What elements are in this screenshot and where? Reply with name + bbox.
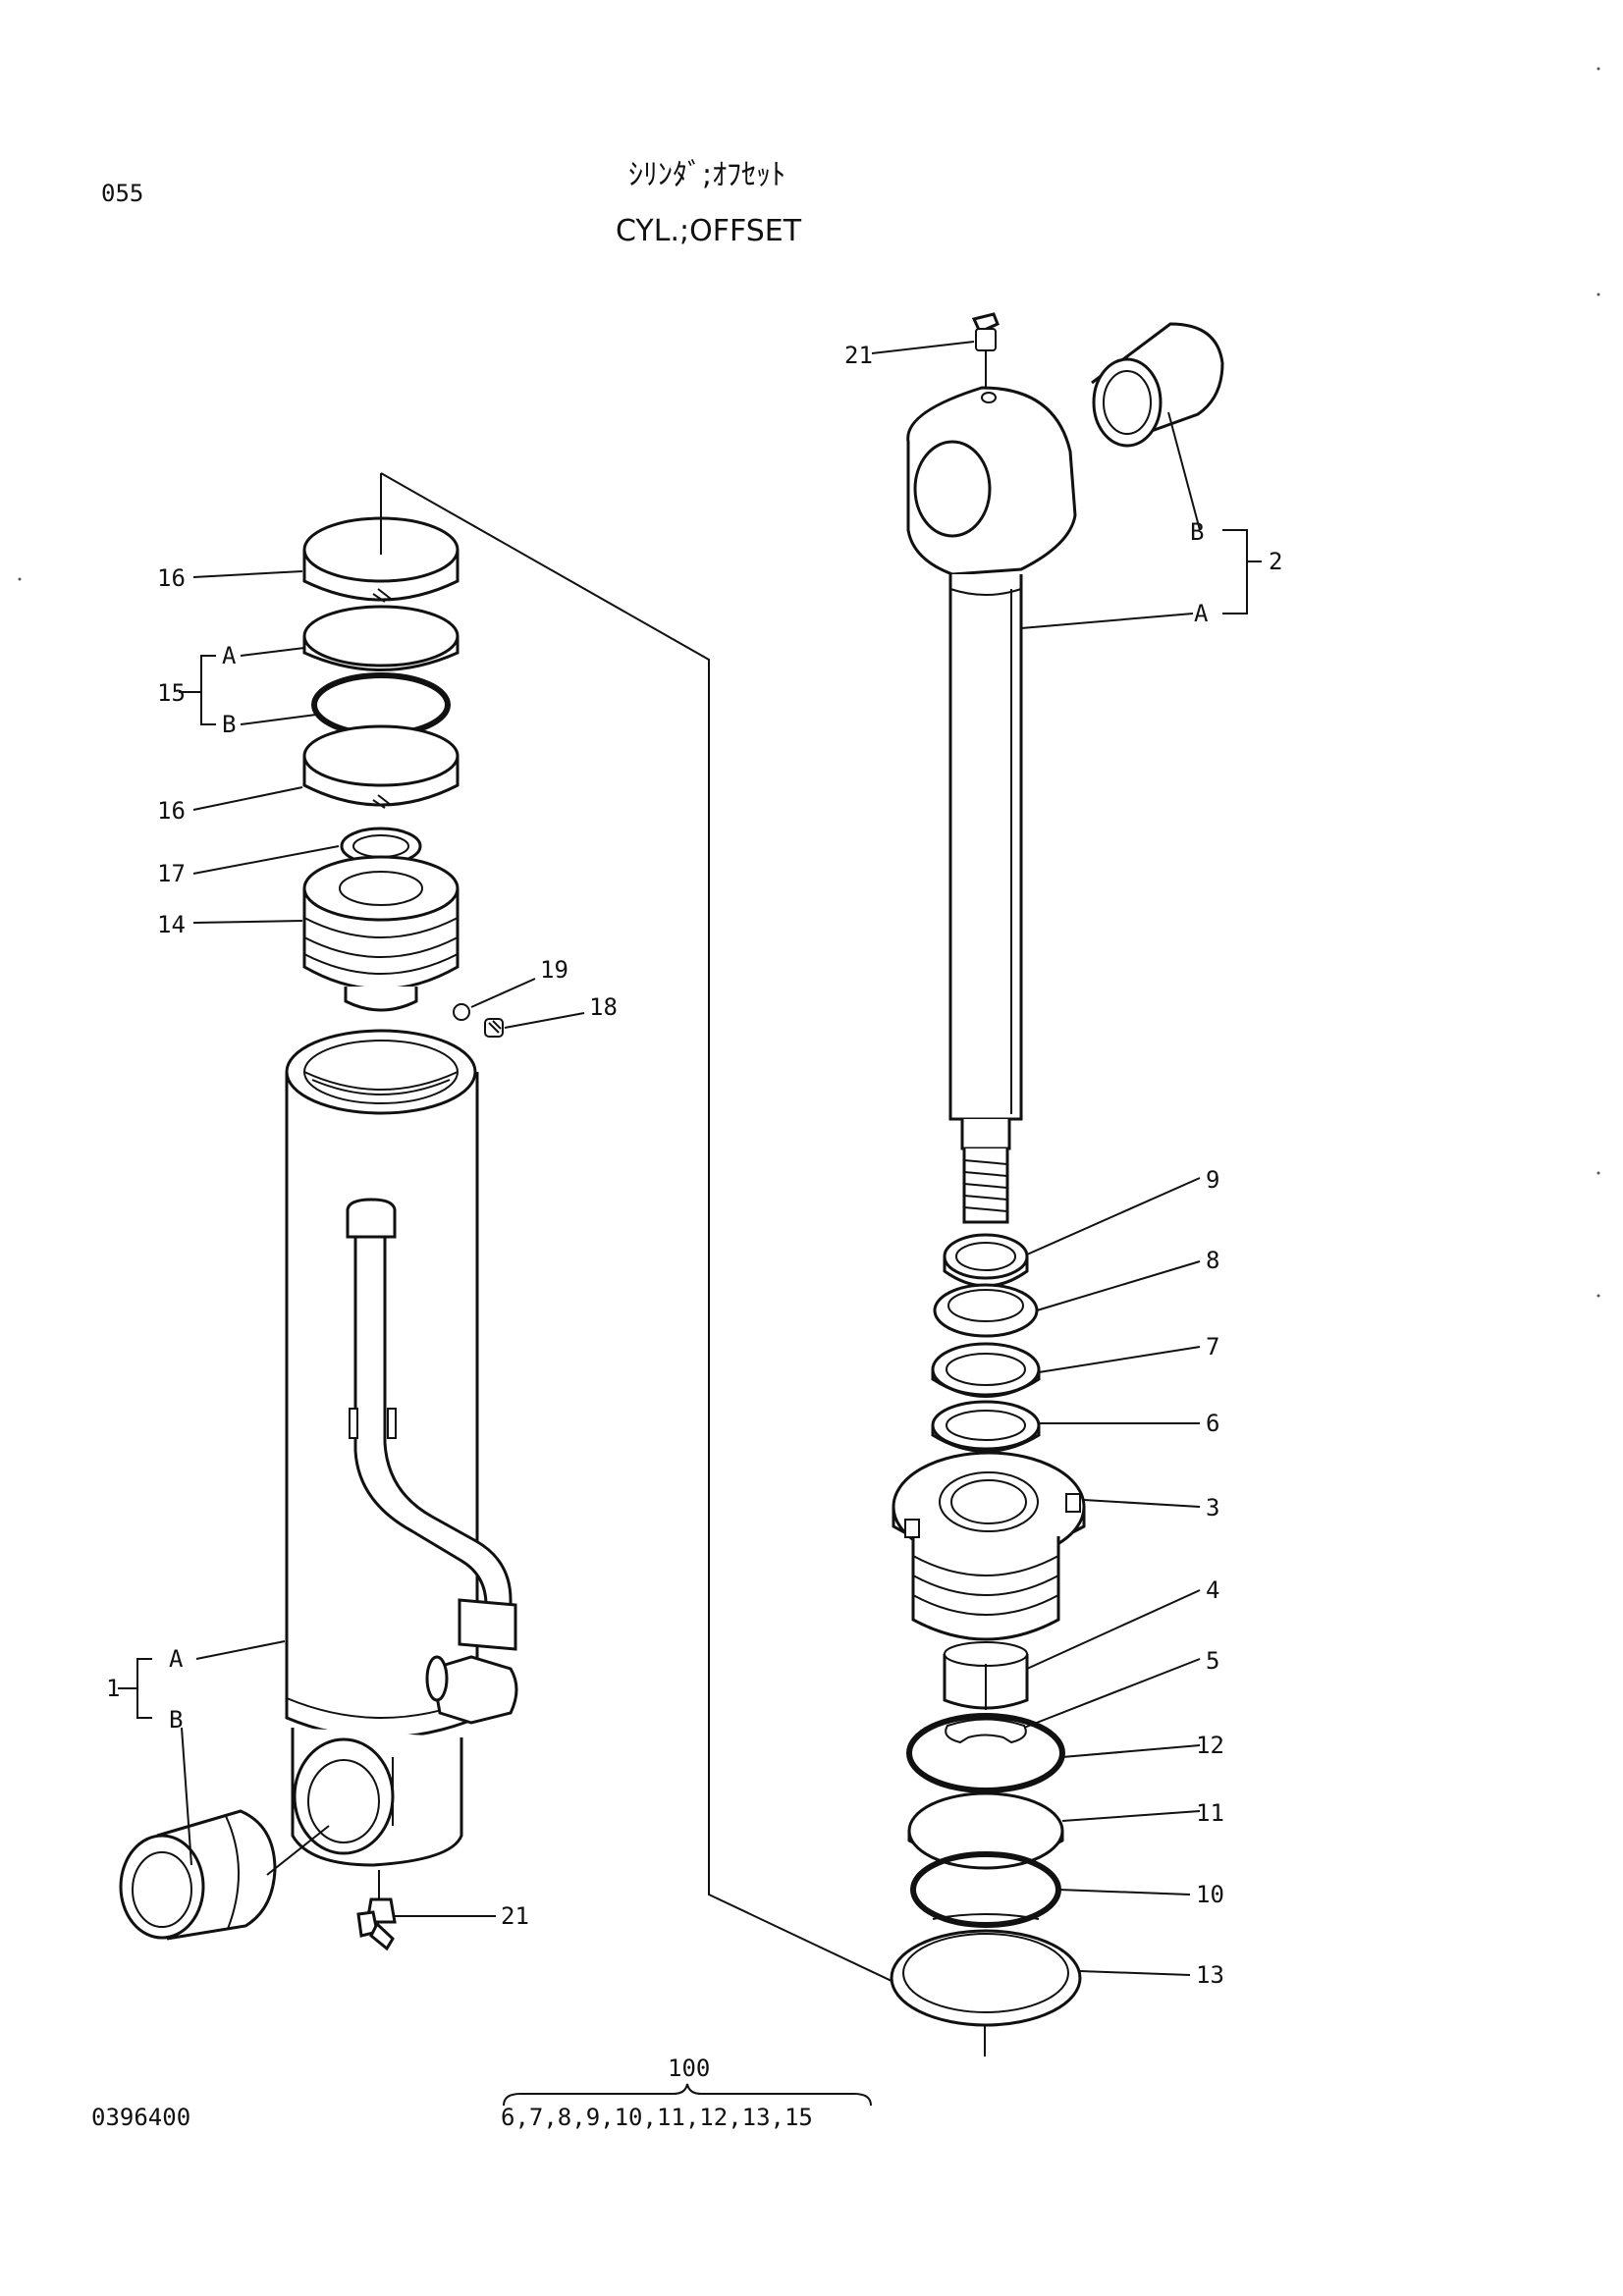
part-16-lower-wear-ring bbox=[302, 724, 460, 809]
callout-9: 9 bbox=[1206, 1166, 1219, 1194]
kit-number: 100 bbox=[668, 2055, 710, 2082]
part-1A-cylinder-tube bbox=[285, 1029, 518, 1739]
scan-specks bbox=[18, 67, 1600, 1298]
part-1B-clevis-eye bbox=[291, 1728, 463, 1867]
callout-21-lower: 21 bbox=[501, 1902, 529, 1930]
callout-11: 11 bbox=[1196, 1799, 1224, 1827]
callout-4: 4 bbox=[1206, 1576, 1219, 1604]
part-18-set-screw bbox=[484, 1018, 504, 1038]
part-4-bushing bbox=[943, 1641, 1029, 1710]
part-11-backup-ring bbox=[907, 1791, 1064, 1870]
assembly-boundary-line bbox=[380, 472, 986, 2056]
part-6-buffer-ring bbox=[931, 1400, 1041, 1453]
part-12-dust-seal bbox=[906, 1713, 1065, 1793]
title-japanese: ｼﾘﾝﾀﾞ;ｵﾌｾｯﾄ bbox=[628, 158, 785, 192]
callout-12: 12 bbox=[1196, 1732, 1224, 1759]
callout-10: 10 bbox=[1196, 1881, 1224, 1908]
callout-21-upper: 21 bbox=[844, 342, 873, 369]
part-8-seal bbox=[933, 1283, 1039, 1338]
callout-15: 15 bbox=[157, 679, 186, 707]
callout-14: 14 bbox=[157, 911, 186, 938]
part-13-o-ring bbox=[890, 1929, 1082, 2027]
part-1B-bushing bbox=[119, 1809, 277, 1941]
part-7-backup-ring bbox=[931, 1342, 1041, 1398]
callout-1: 1 bbox=[106, 1675, 120, 1702]
callout-16-lower: 16 bbox=[157, 797, 186, 825]
callout-8: 8 bbox=[1206, 1247, 1219, 1274]
part-21-upper-grease-nipple bbox=[971, 312, 1000, 393]
callout-17: 17 bbox=[157, 860, 186, 887]
part-2A-piston-rod bbox=[906, 386, 1077, 1224]
callout-19: 19 bbox=[540, 956, 568, 984]
callout-18: 18 bbox=[589, 993, 618, 1021]
callout-15-a: A bbox=[222, 642, 237, 669]
callout-labels: 16 A 15 B 16 17 14 19 18 A 1 B 21 21 B 2… bbox=[106, 342, 1282, 1989]
leader-lines bbox=[118, 341, 1262, 2107]
part-3-rod-cover bbox=[892, 1451, 1086, 1641]
callout-2-a: A bbox=[1194, 600, 1209, 627]
callout-1-a: A bbox=[169, 1645, 184, 1673]
callout-2-b: B bbox=[1190, 518, 1204, 546]
callout-5: 5 bbox=[1206, 1647, 1219, 1675]
callout-2: 2 bbox=[1269, 548, 1282, 575]
callout-6: 6 bbox=[1206, 1410, 1219, 1437]
part-15-piston-seal bbox=[302, 605, 460, 737]
callout-1-b: B bbox=[169, 1706, 183, 1734]
part-19-steel-ball bbox=[453, 1003, 470, 1021]
title-english: CYL.;OFFSET bbox=[616, 214, 802, 248]
callout-15-b: B bbox=[222, 711, 236, 738]
callout-7: 7 bbox=[1206, 1333, 1219, 1361]
part-5-snap-ring bbox=[945, 1718, 1027, 1744]
part-21-lower-grease-nipple bbox=[356, 1870, 397, 1951]
part-9-wiper-ring bbox=[943, 1233, 1029, 1288]
drawing-number: 0396400 bbox=[91, 2104, 190, 2131]
page-code: 055 bbox=[101, 180, 143, 207]
callout-13: 13 bbox=[1196, 1961, 1224, 1989]
part-14-piston bbox=[302, 855, 460, 1012]
part-2B-rod-bushing bbox=[1091, 322, 1224, 448]
callout-3: 3 bbox=[1206, 1494, 1219, 1522]
kit-members: 6,7,8,9,10,11,12,13,15 bbox=[501, 2104, 813, 2131]
callout-16-upper: 16 bbox=[157, 564, 186, 592]
